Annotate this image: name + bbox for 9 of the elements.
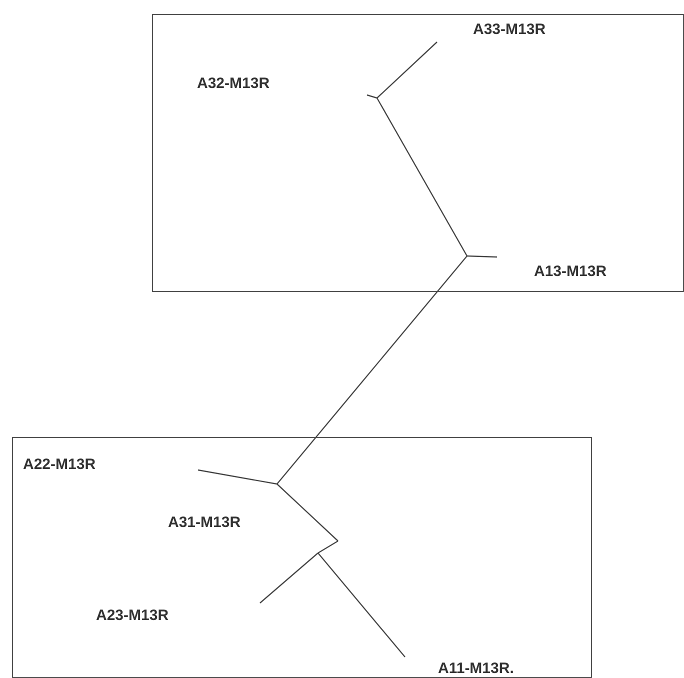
- group-frame: [12, 437, 592, 678]
- taxon-label: A23-M13R: [96, 607, 169, 624]
- taxon-label: A22-M13R: [23, 456, 96, 473]
- taxon-label: A33-M13R: [473, 21, 546, 38]
- taxon-label: A13-M13R: [534, 263, 607, 280]
- taxon-label: A31-M13R: [168, 514, 241, 531]
- group-frame: [152, 14, 684, 292]
- taxon-label: A32-M13R: [197, 75, 270, 92]
- taxon-label: A11-M13R.: [438, 660, 514, 677]
